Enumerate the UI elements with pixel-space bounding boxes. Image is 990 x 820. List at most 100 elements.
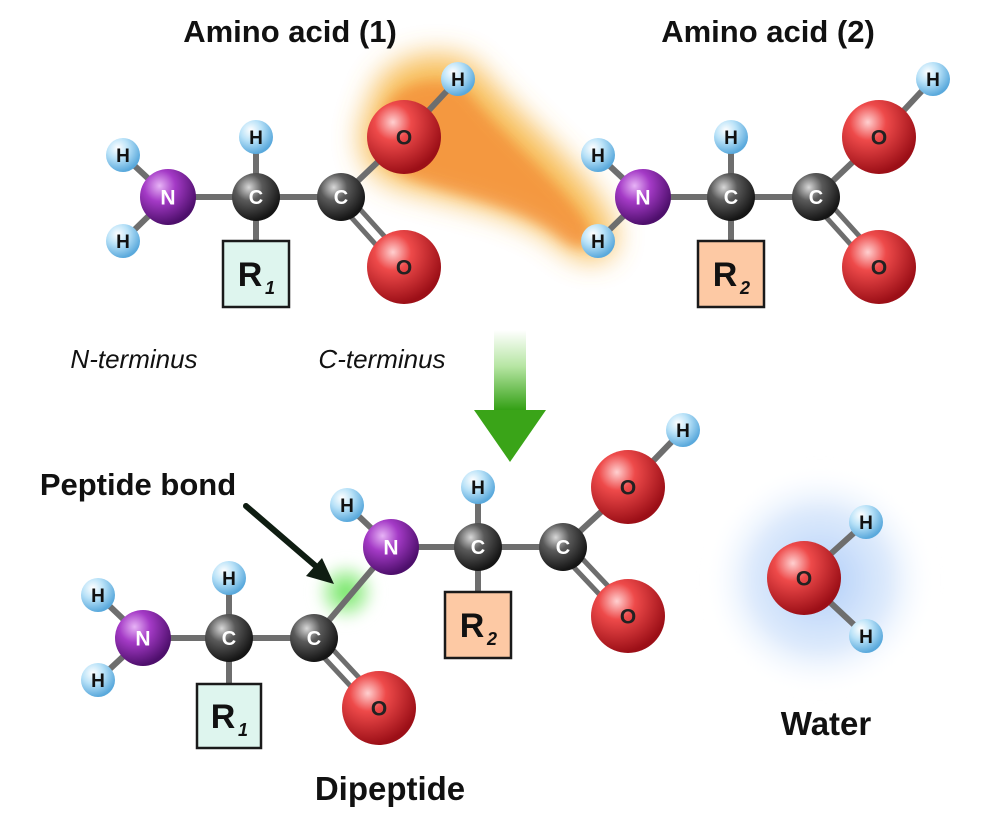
oxygen-symbol: O: [396, 127, 412, 150]
hydrogen-sphere: [106, 224, 140, 258]
nitrogen-sphere: [363, 519, 419, 575]
dipeptide-carbon-atom: C: [539, 523, 587, 571]
carbon-symbol: C: [556, 537, 570, 559]
hydrogen-sphere: [212, 561, 246, 595]
carbon-symbol: C: [249, 187, 263, 209]
dipeptide-carbon-atom: C: [205, 614, 253, 662]
hydrogen-sphere: [581, 138, 615, 172]
carbon-sphere: [232, 173, 280, 221]
side-chain-subscript: 2: [739, 278, 750, 298]
hydrogen-symbol: H: [471, 478, 485, 499]
hydrogen-symbol: H: [91, 671, 105, 692]
amino-acid-1-carbon-atom: C: [317, 173, 365, 221]
nitrogen-symbol: N: [160, 187, 175, 210]
oxygen-symbol: O: [371, 698, 387, 721]
amino-acid-2-hydrogen-atom: H: [916, 62, 950, 96]
hydrogen-symbol: H: [116, 232, 130, 253]
amino-acid-2-oxygen-atom: O: [842, 230, 916, 304]
oxygen-symbol: O: [396, 257, 412, 280]
carbon-sphere: [317, 173, 365, 221]
side-chain-box: [195, 682, 263, 750]
amino-acid-2-title: Amino acid (2): [661, 14, 875, 49]
oxygen-sphere: [591, 450, 665, 524]
oxygen-sphere: [767, 541, 841, 615]
side-chain-subscript: 2: [486, 629, 497, 649]
side-chain-symbol: R: [238, 256, 263, 294]
oxygen-symbol: O: [620, 477, 636, 500]
hydrogen-symbol: H: [249, 128, 263, 149]
water-oxygen-atom: O: [767, 541, 841, 615]
carbon-sphere: [290, 614, 338, 662]
dipeptide-hydrogen-atom: H: [666, 413, 700, 447]
dipeptide-hydrogen-atom: H: [330, 488, 364, 522]
carbon-sphere: [539, 523, 587, 571]
oxygen-sphere: [842, 100, 916, 174]
nitrogen-symbol: N: [635, 187, 650, 210]
amino-acid-1-oxygen-atom: O: [367, 230, 441, 304]
dipeptide-carbon-atom: C: [454, 523, 502, 571]
side-chain-box: [696, 239, 766, 309]
side-chain-symbol: R: [211, 698, 236, 736]
water-hydrogen-atom: H: [849, 505, 883, 539]
dipeptide-nitrogen-atom: N: [115, 610, 171, 666]
c-terminus-label: C-terminus: [318, 344, 445, 374]
amino-acid-2-hydrogen-atom: H: [581, 224, 615, 258]
amino-acid-1-hydrogen-atom: H: [106, 224, 140, 258]
hydrogen-symbol: H: [724, 128, 738, 149]
peptide-bond-label: Peptide bond: [40, 467, 236, 502]
hydrogen-sphere: [81, 663, 115, 697]
amino-acid-2-carbon-atom: C: [792, 173, 840, 221]
carbon-sphere: [707, 173, 755, 221]
hydrogen-symbol: H: [859, 513, 873, 534]
hydrogen-sphere: [106, 138, 140, 172]
dipeptide-label: Dipeptide: [315, 770, 465, 807]
oxygen-sphere: [591, 579, 665, 653]
amino-acid-2-carbon-atom: C: [707, 173, 755, 221]
water-label: Water: [781, 705, 872, 742]
carbon-symbol: C: [471, 537, 485, 559]
side-chain-symbol: R: [713, 256, 738, 294]
dipeptide-carbon-atom: C: [290, 614, 338, 662]
dipeptide-oxygen-atom: O: [342, 671, 416, 745]
dipeptide-nitrogen-atom: N: [363, 519, 419, 575]
nitrogen-sphere: [615, 169, 671, 225]
hydrogen-sphere: [81, 578, 115, 612]
amino-acid-1-nitrogen-atom: N: [140, 169, 196, 225]
hydrogen-symbol: H: [591, 146, 605, 167]
amino-acid-1-hydrogen-atom: H: [106, 138, 140, 172]
oxygen-sphere: [367, 100, 441, 174]
side-chain-symbol: R: [460, 607, 485, 645]
hydrogen-sphere: [849, 619, 883, 653]
nitrogen-symbol: N: [383, 537, 398, 560]
hydrogen-sphere: [916, 62, 950, 96]
amino-acid-2-nitrogen-atom: N: [615, 169, 671, 225]
pointer-arrow-icon: [243, 503, 334, 584]
hydrogen-symbol: H: [116, 146, 130, 167]
n-terminus-label: N-terminus: [70, 344, 197, 374]
hydrogen-sphere: [461, 470, 495, 504]
dipeptide-hydrogen-atom: H: [81, 663, 115, 697]
carbon-sphere: [454, 523, 502, 571]
dipeptide-hydrogen-atom: H: [212, 561, 246, 595]
amino-acid-1-carbon-atom: C: [232, 173, 280, 221]
down-arrow-icon: [474, 330, 546, 462]
side-chain-box: [221, 239, 291, 309]
carbon-symbol: C: [809, 187, 823, 209]
amino-acid-1-hydrogen-atom: H: [441, 62, 475, 96]
oxygen-symbol: O: [871, 257, 887, 280]
hydrogen-symbol: H: [926, 70, 940, 91]
side-chain-box: [443, 590, 513, 660]
carbon-symbol: C: [307, 628, 321, 650]
hydrogen-symbol: H: [451, 70, 465, 91]
side-chain-subscript: 1: [238, 720, 248, 740]
hydrogen-sphere: [581, 224, 615, 258]
nitrogen-sphere: [140, 169, 196, 225]
dipeptide-oxygen-atom: O: [591, 450, 665, 524]
hydrogen-sphere: [441, 62, 475, 96]
oxygen-symbol: O: [871, 127, 887, 150]
